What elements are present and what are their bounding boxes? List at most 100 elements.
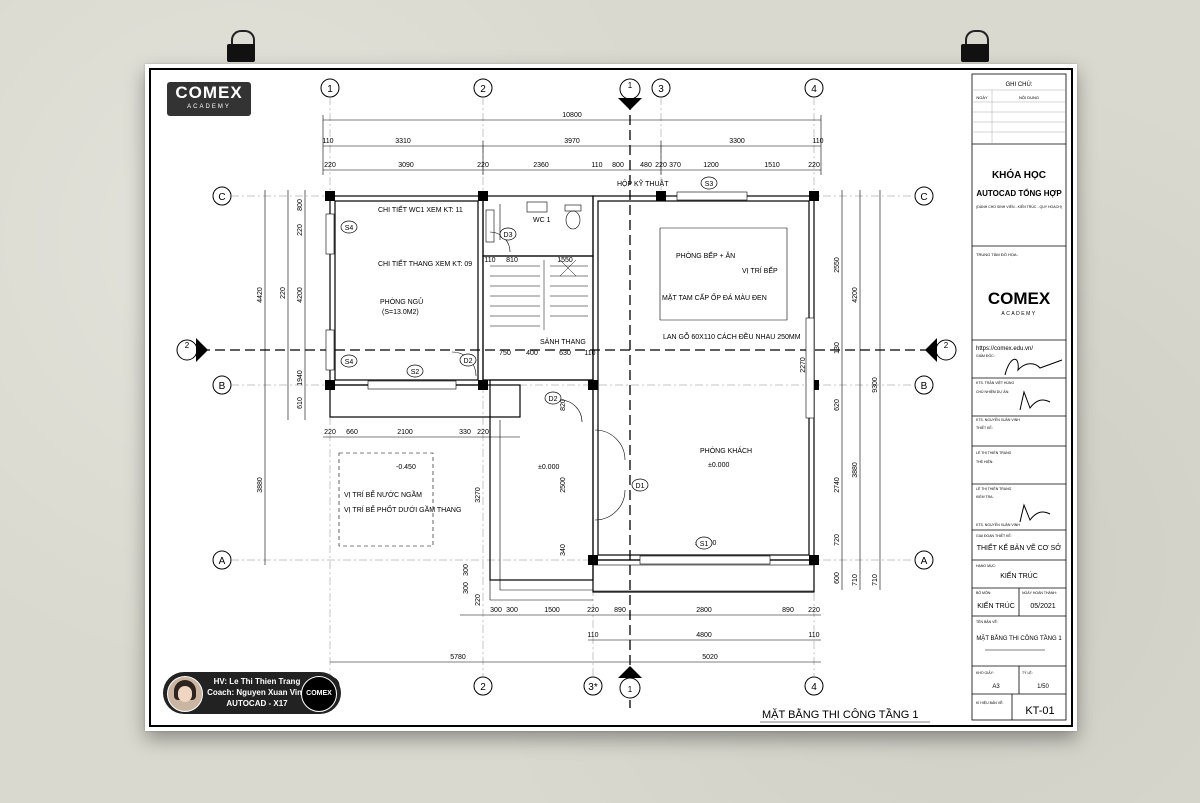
- dim-mid-9: 340: [560, 544, 567, 556]
- tb-course-note: (DÀNH CHO SINH VIÊN - KIẾN TRÚC - QUY HO…: [976, 204, 1062, 209]
- dim-mid-0: 1550: [557, 257, 573, 264]
- level-marker-negative: -0.450: [396, 464, 416, 471]
- dim-left-2: 800: [297, 199, 304, 211]
- dim-mid-7: 820: [560, 399, 567, 411]
- tb-center-label: TRUNG TÂM ĐỒ HỌA:: [976, 252, 1018, 257]
- dim-lower-left-2: 2100: [397, 429, 413, 436]
- grid-label-4-bottom: 4: [811, 682, 817, 693]
- dim-bottom-row1-1: 300: [506, 607, 518, 614]
- dim-mid-8: 2500: [560, 477, 567, 493]
- student-avatar: [167, 676, 203, 712]
- dim-lower-left-0: 220: [324, 429, 336, 436]
- logo-subtext: ACADEMY: [187, 104, 231, 110]
- dim-mid-12: 300: [463, 582, 470, 594]
- dim-right-4: 2270: [800, 357, 807, 373]
- binder-clip-left: [224, 30, 258, 62]
- note-stove: VỊ TRÍ BẾP: [742, 265, 778, 275]
- tb-phase-label: GIAI ĐOẠN THIẾT KẾ:: [976, 533, 1012, 538]
- signature-director: [1004, 358, 1063, 376]
- grid-bubble-3star-bottom: [583, 676, 603, 696]
- dim-right-3: 620: [834, 399, 841, 411]
- dim-top-row3-4: 110: [591, 162, 602, 169]
- dim-bottom-row1-6: 890: [782, 607, 794, 614]
- note-septic-tank: VỊ TRÍ BỂ PHỐT DƯỚI GẦM THANG: [344, 504, 461, 514]
- section-mark-bottom: 1: [628, 685, 633, 694]
- note-wc-detail: CHI TIẾT WC1 XEM KT: 11: [378, 204, 463, 214]
- tb-col-date: NGÀY: [976, 95, 988, 100]
- dim-top-row3-0: 220: [324, 162, 336, 169]
- dim-bottom-row1-2: 1500: [544, 607, 560, 614]
- tb-scale-value: 1/50: [1037, 684, 1049, 690]
- dim-lower-left-1: 660: [346, 429, 358, 436]
- note-water-tank: VỊ TRÍ BỂ NƯỚC NGẦM: [344, 489, 422, 499]
- room-kitchen-label: PHÒNG BẾP + ĂN: [676, 250, 735, 260]
- dim-right-7: 2740: [834, 477, 841, 493]
- dim-top-row3-2: 220: [477, 162, 489, 169]
- tb-design-name: LÊ THỊ THIÊN TRANG: [976, 450, 1012, 455]
- dim-bottom-row2-1: 4800: [696, 632, 712, 639]
- tb-check-label: KIỂM TRA:: [976, 494, 993, 499]
- grid-label-a-right: A: [921, 556, 928, 567]
- tb-lead-name: KTS. NGUYỄN XUÂN VINH: [976, 417, 1020, 422]
- window-tag-s1: S1: [700, 541, 709, 548]
- tb-scale-label: TỶ LỆ:: [1022, 670, 1033, 675]
- binder-clip-right: [958, 30, 992, 62]
- tb-drawing-value: MẶT BẰNG THI CÔNG TẦNG 1: [976, 634, 1062, 642]
- room-stair-hall-label: SẢNH THANG: [540, 337, 586, 346]
- note-railing: LAN GỖ 60X110 CÁCH ĐỀU NHAU 250MM: [663, 331, 801, 341]
- dim-top-row3-9: 1200: [703, 162, 719, 169]
- tb-lead-label: CHỦ NHIỆM DỰ ÁN:: [976, 389, 1009, 394]
- dim-bottom-row3-0: 5780: [450, 654, 466, 661]
- signature-check: [1019, 503, 1051, 523]
- tb-date-value: 05/2021: [1030, 603, 1055, 610]
- dim-bottom-row1-5: 2800: [696, 607, 712, 614]
- dim-mid-11: 300: [463, 564, 470, 576]
- dim-mid-2: 810: [506, 257, 518, 264]
- dim-mid-13: 220: [475, 594, 482, 606]
- door-tag-d2-upper: D2: [464, 358, 473, 365]
- dim-left-5: 1940: [297, 370, 304, 386]
- dim-top-row2-2: 3970: [564, 138, 580, 145]
- dim-bottom-row3-1: 5020: [702, 654, 718, 661]
- room-bedroom-area: (S=13.0M2): [382, 309, 419, 316]
- grid-label-b-right: B: [921, 381, 928, 392]
- window-tag-s4-top: S4: [345, 225, 354, 232]
- grid-label-c-left: C: [218, 192, 225, 203]
- section-mark-right: 2: [944, 341, 949, 350]
- tb-col-content: NỘI DUNG: [1019, 95, 1039, 100]
- dim-bottom-row1-7: 220: [808, 607, 820, 614]
- tb-sheet-value: KT-01: [1025, 705, 1054, 717]
- dim-top-row3-6: 480: [640, 162, 652, 169]
- tb-drawing-label: TÊN BẢN VẼ:: [976, 619, 998, 624]
- comex-logo: COMEX ACADEMY: [167, 82, 251, 116]
- dim-lower-left-4: 220: [477, 429, 489, 436]
- grid-label-3-top: 3: [658, 84, 664, 95]
- note-stair-detail: CHI TIẾT THANG XEM KT: 09: [378, 258, 472, 268]
- window-tag-s2: S2: [411, 369, 420, 376]
- dim-mid-5: 630: [559, 350, 571, 357]
- dim-top-row3-1: 3090: [398, 162, 414, 169]
- dim-right-8: 720: [834, 534, 841, 546]
- dim-mid-4: 400: [526, 350, 538, 357]
- tb-item-label: HẠNG MỤC:: [976, 564, 996, 568]
- sheet-title-label: MẶT BẰNG THI CÔNG TẦNG 1: [762, 708, 918, 721]
- dim-mid-10: 3270: [475, 487, 482, 503]
- dim-mid-6: 110: [584, 350, 595, 357]
- tb-notes-header: GHI CHÚ:: [1006, 81, 1033, 88]
- tb-course-sub: AUTOCAD TỔNG HỢP: [976, 189, 1062, 198]
- dim-bottom-row1-4: 890: [614, 607, 626, 614]
- tb-design-label: THIẾT KẾ:: [976, 425, 993, 430]
- tb-director-name: KTS. TRẦN VIỆT HÙNG: [976, 380, 1014, 385]
- room-living-label: PHÒNG KHÁCH: [700, 446, 752, 455]
- tb-course-title: KHÓA HỌC: [992, 168, 1046, 181]
- note-counter: MẶT TAM CẤP ỐP ĐÁ MÀU ĐEN: [662, 292, 767, 302]
- dim-left-4: 4200: [297, 287, 304, 303]
- dim-right-2: 130: [834, 342, 841, 354]
- tb-director-label: GIÁM ĐỐC:: [976, 353, 995, 358]
- signature-lead: [1019, 390, 1051, 411]
- logo-text: COMEX: [175, 83, 243, 102]
- tb-logo-sub: ACADEMY: [1001, 311, 1036, 317]
- tb-logo-text: COMEX: [988, 289, 1051, 308]
- grid-label-3star-bottom: 3*: [588, 682, 598, 693]
